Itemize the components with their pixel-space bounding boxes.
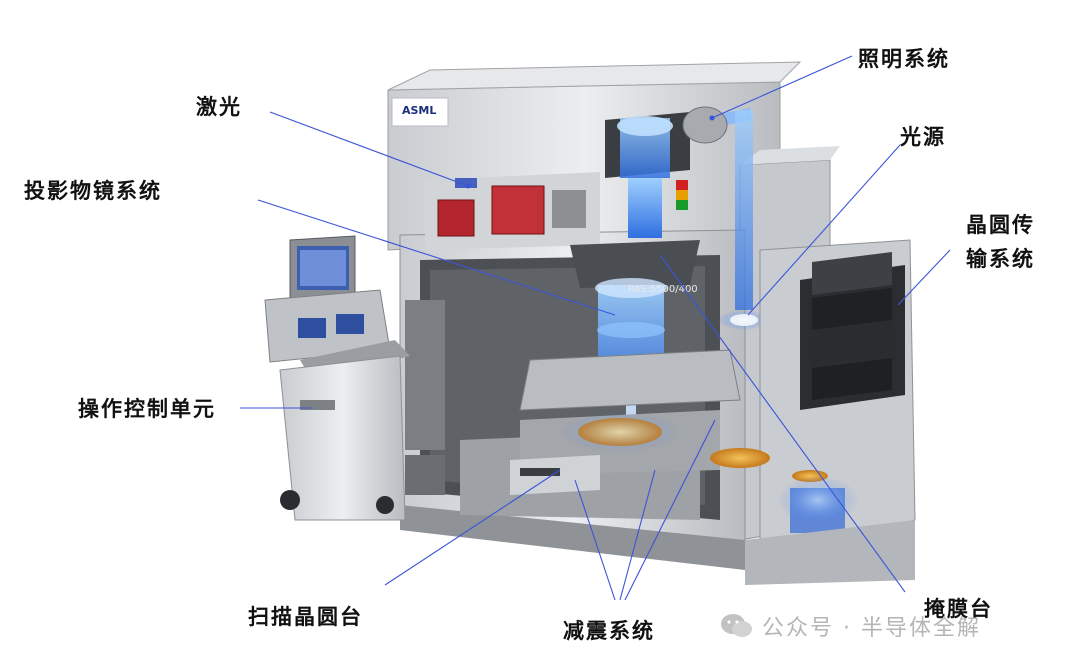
pointer-vibration-2 (619, 469, 656, 601)
reticle-shelf (425, 172, 600, 250)
pointer-light-source (747, 144, 901, 316)
label-laser: 激光 (196, 95, 242, 119)
pointer-wafer-stage (384, 469, 561, 586)
pointer-laser (269, 111, 469, 187)
pointer-projection-lens (257, 199, 616, 316)
pointer-dot-illumination (709, 115, 715, 121)
label-wafer-stage: 扫描晶圆台 (248, 605, 363, 629)
label-wafer-transfer-line1: 晶圆传 (966, 213, 1035, 237)
pointer-lines (240, 55, 951, 601)
wafer-transfer-system (710, 239, 916, 585)
label-control-unit: 操作控制单元 (78, 397, 216, 421)
pointer-dot-laser (465, 183, 471, 189)
label-reticle-stage: 掩膜台 (924, 597, 993, 621)
illumination-column (605, 106, 770, 330)
label-vibration-system: 减震系统 (563, 619, 655, 643)
pointer-wafer-transfer (897, 249, 951, 306)
wechat-icon (721, 614, 752, 637)
label-illumination: 照明系统 (858, 47, 950, 71)
operator-console (264, 235, 410, 521)
label-projection-lens: 投影物镜系统 (24, 179, 162, 203)
label-light-source: 光源 (900, 125, 946, 149)
label-wafer-transfer-line2: 输系统 (966, 247, 1035, 271)
pointer-vibration-3 (624, 419, 716, 601)
model-label: PAS 5500/400 (628, 284, 698, 295)
pointer-vibration-1 (574, 479, 616, 601)
pointer-reticle-stage (659, 254, 906, 593)
brand-logo: ASML (402, 104, 436, 117)
watermark: 公众号 · 半导体全解 (720, 610, 981, 642)
watermark-text: 公众号 · 半导体全解 (762, 616, 981, 641)
pointer-illumination (711, 55, 853, 119)
wafer-stage (510, 349, 741, 495)
